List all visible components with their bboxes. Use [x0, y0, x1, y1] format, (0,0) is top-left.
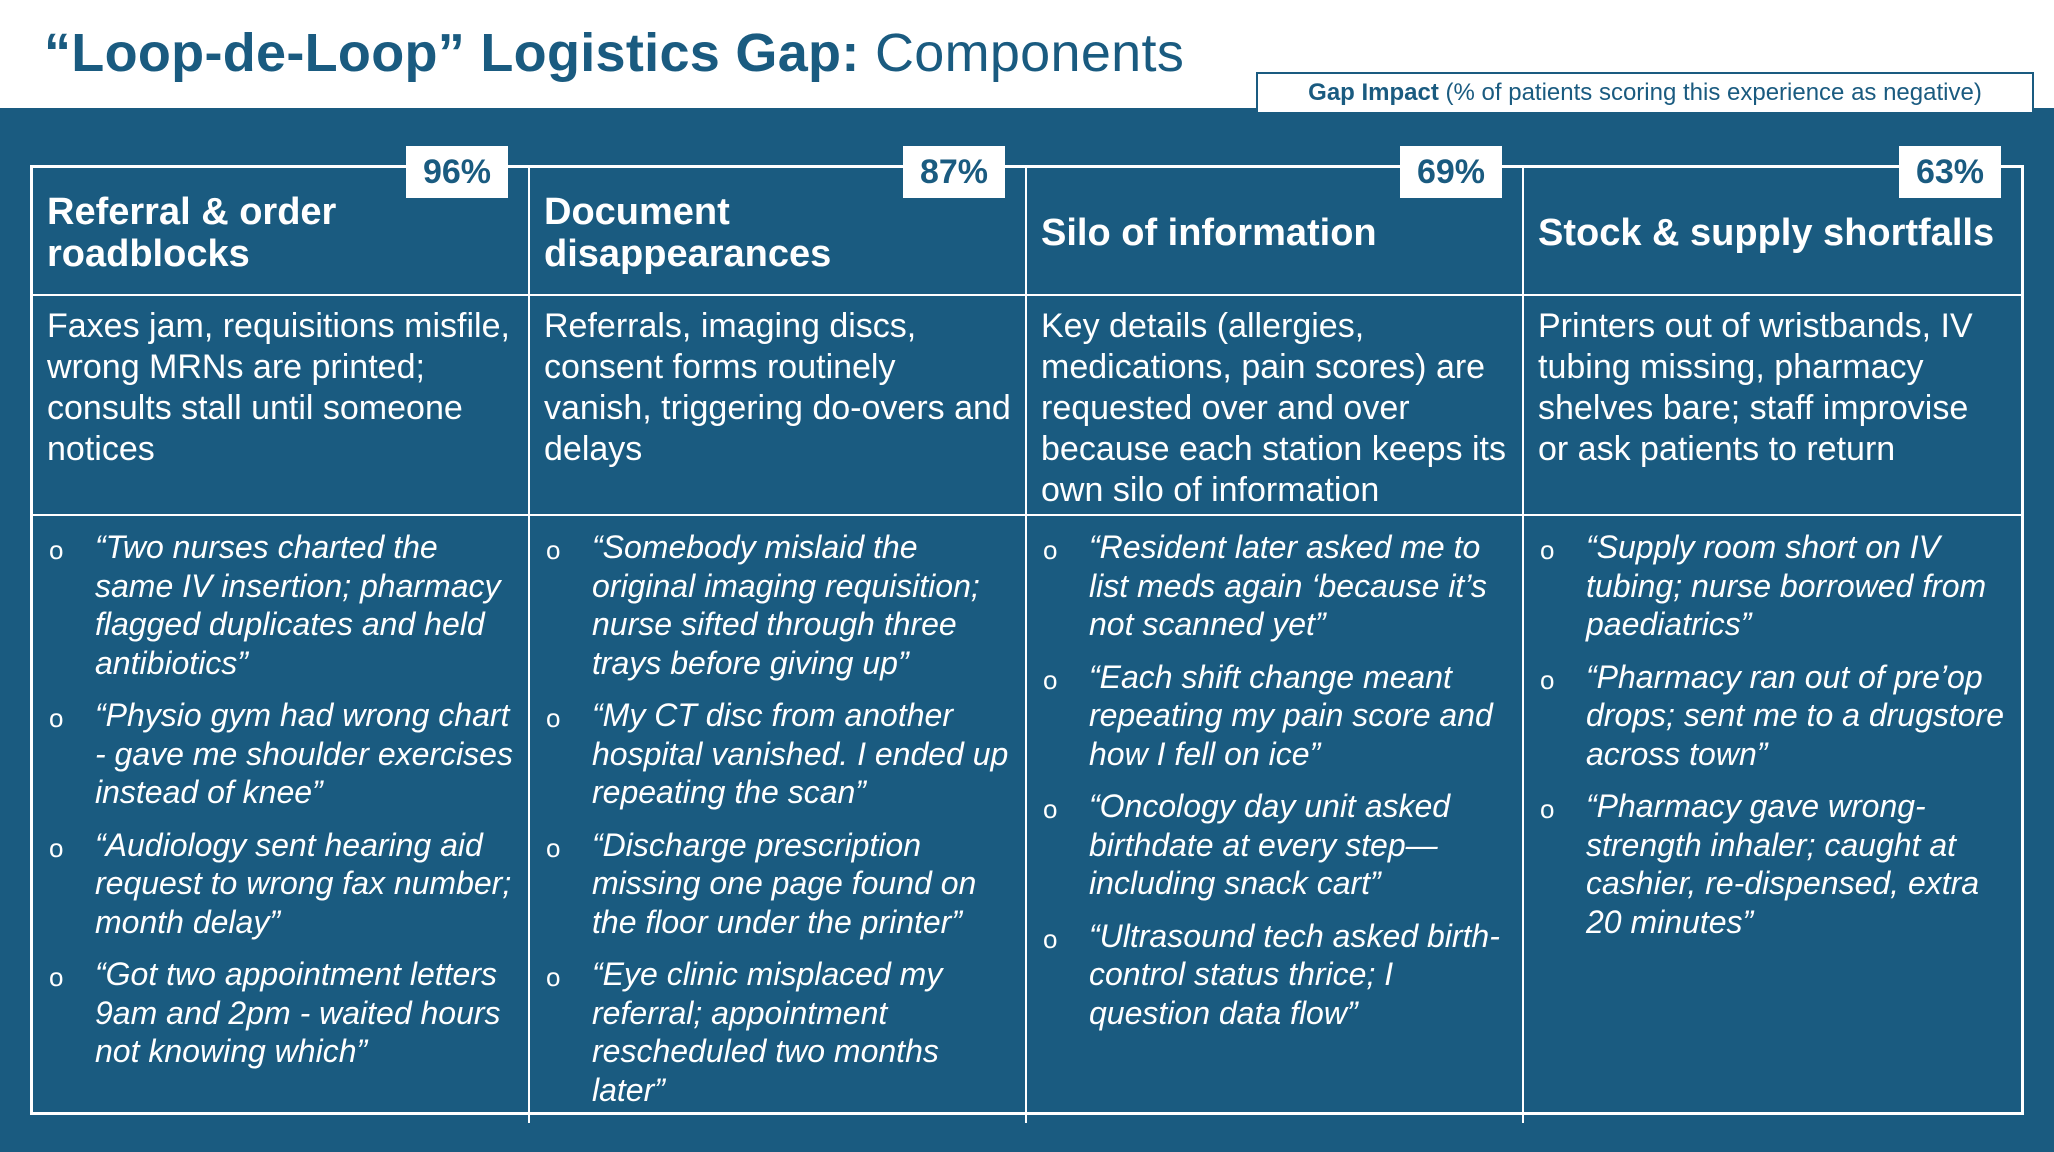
list-item: o “Physio gym had wrong chart - gave me s… [49, 696, 516, 812]
quote-text: “Eye clinic misplaced my referral; appoi… [592, 956, 943, 1108]
title-bold-part: “Loop-de-Loop” Logistics Gap: [44, 23, 860, 83]
impact-badge: 87% [903, 146, 1005, 198]
quote-text: “Oncology day unit asked birthdate at ev… [1089, 788, 1451, 901]
heading-text: Silo of information [1041, 212, 1377, 254]
list-item: o “Each shift change meant repeating my p… [1043, 658, 1510, 774]
list-item: o “Ultrasound tech asked birth-control st… [1043, 917, 1510, 1033]
column-heading-supply: Stock & supply shortfalls 63% [1524, 146, 2021, 296]
bullet-icon: o [49, 535, 64, 565]
column-heading-documents: Document disappearances 87% [530, 146, 1027, 296]
legend-label: Gap Impact [1308, 79, 1439, 106]
heading-text: Document disappearances [544, 191, 832, 275]
list-item: o “Got two appointment letters 9am and 2p… [49, 955, 516, 1071]
quote-text: “My CT disc from another hospital vanish… [592, 697, 1009, 810]
quote-text: “Discharge prescription missing one page… [592, 826, 977, 940]
title-regular-part: Components [874, 23, 1185, 83]
quote-list: o “Resident later asked me to list meds a… [1027, 516, 1524, 1123]
column-heading-silo: Silo of information 69% [1027, 146, 1524, 296]
content-panel [0, 108, 2054, 1152]
quote-text: “Pharmacy gave wrong-strength inhaler; c… [1586, 788, 1980, 940]
quote-text: “Got two appointment letters 9am and 2pm… [95, 956, 501, 1069]
bullet-icon: o [546, 703, 561, 733]
bullet-icon: o [546, 832, 561, 863]
quote-text: “Supply room short on IV tubing; nurse b… [1586, 529, 1987, 642]
column-description: Referrals, imaging discs, consent forms … [530, 296, 1027, 516]
impact-badge: 63% [1899, 146, 2001, 198]
legend-description: (% of patients scoring this experience a… [1445, 79, 1982, 106]
gap-impact-legend: Gap Impact (% of patients scoring this e… [1256, 72, 2034, 114]
quote-text: “Audiology sent hearing aid request to w… [95, 826, 512, 940]
column-description: Printers out of wristbands, IV tubing mi… [1524, 296, 2021, 516]
quote-text: “Physio gym had wrong chart - gave me sh… [95, 697, 513, 810]
bullet-icon: o [49, 703, 64, 733]
quote-text: “Each shift change meant repeating my pa… [1089, 658, 1493, 772]
list-item: o “Discharge prescription missing one pag… [546, 826, 1013, 942]
quote-list: o “Two nurses charted the same IV inserti… [33, 516, 530, 1123]
page-title: “Loop-de-Loop” Logistics Gap: Components [44, 22, 1184, 84]
column-description: Key details (allergies, medications, pai… [1027, 296, 1524, 516]
list-item: o “Pharmacy ran out of pre’op drops; sent… [1540, 658, 2009, 774]
bullet-icon: o [1540, 535, 1555, 565]
list-item: o “Audiology sent hearing aid request to … [49, 826, 516, 942]
quote-list: o “Somebody mislaid the original imaging … [530, 516, 1027, 1123]
bullet-icon: o [49, 832, 64, 863]
quote-text: “Pharmacy ran out of pre’op drops; sent … [1586, 658, 2004, 772]
list-item: o “Pharmacy gave wrong-strength inhaler; … [1540, 787, 2009, 941]
bullet-icon: o [1043, 794, 1058, 824]
column-heading-referral: Referral & order roadblocks 96% [33, 146, 530, 296]
quote-text: “Ultrasound tech asked birth-control sta… [1089, 917, 1500, 1031]
bullet-icon: o [1540, 664, 1555, 695]
impact-badge: 96% [406, 146, 508, 198]
bullet-icon: o [546, 962, 561, 992]
column-description: Faxes jam, requisitions misfile, wrong M… [33, 296, 530, 516]
bullet-icon: o [1043, 535, 1058, 565]
list-item: o “Two nurses charted the same IV inserti… [49, 528, 516, 682]
quote-text: “Somebody mislaid the original imaging r… [592, 529, 980, 681]
list-item: o “Eye clinic misplaced my referral; appo… [546, 955, 1013, 1109]
bullet-icon: o [1540, 794, 1555, 824]
impact-badge: 69% [1400, 146, 1502, 198]
components-table: Referral & order roadblocks 96% Document… [30, 146, 2024, 1123]
list-item: o “Somebody mislaid the original imaging … [546, 528, 1013, 682]
heading-text: Referral & order roadblocks [47, 191, 337, 275]
heading-text: Stock & supply shortfalls [1538, 212, 1995, 254]
bullet-icon: o [1043, 664, 1058, 695]
quote-list: o “Supply room short on IV tubing; nurse … [1524, 516, 2021, 1123]
bullet-icon: o [546, 535, 561, 565]
bullet-icon: o [1043, 923, 1058, 954]
quote-text: “Two nurses charted the same IV insertio… [95, 529, 501, 681]
list-item: o “Resident later asked me to list meds a… [1043, 528, 1510, 644]
list-item: o “My CT disc from another hospital vanis… [546, 696, 1013, 812]
bullet-icon: o [49, 962, 64, 992]
quote-text: “Resident later asked me to list meds ag… [1089, 529, 1487, 642]
list-item: o “Supply room short on IV tubing; nurse … [1540, 528, 2009, 644]
list-item: o “Oncology day unit asked birthdate at e… [1043, 787, 1510, 903]
